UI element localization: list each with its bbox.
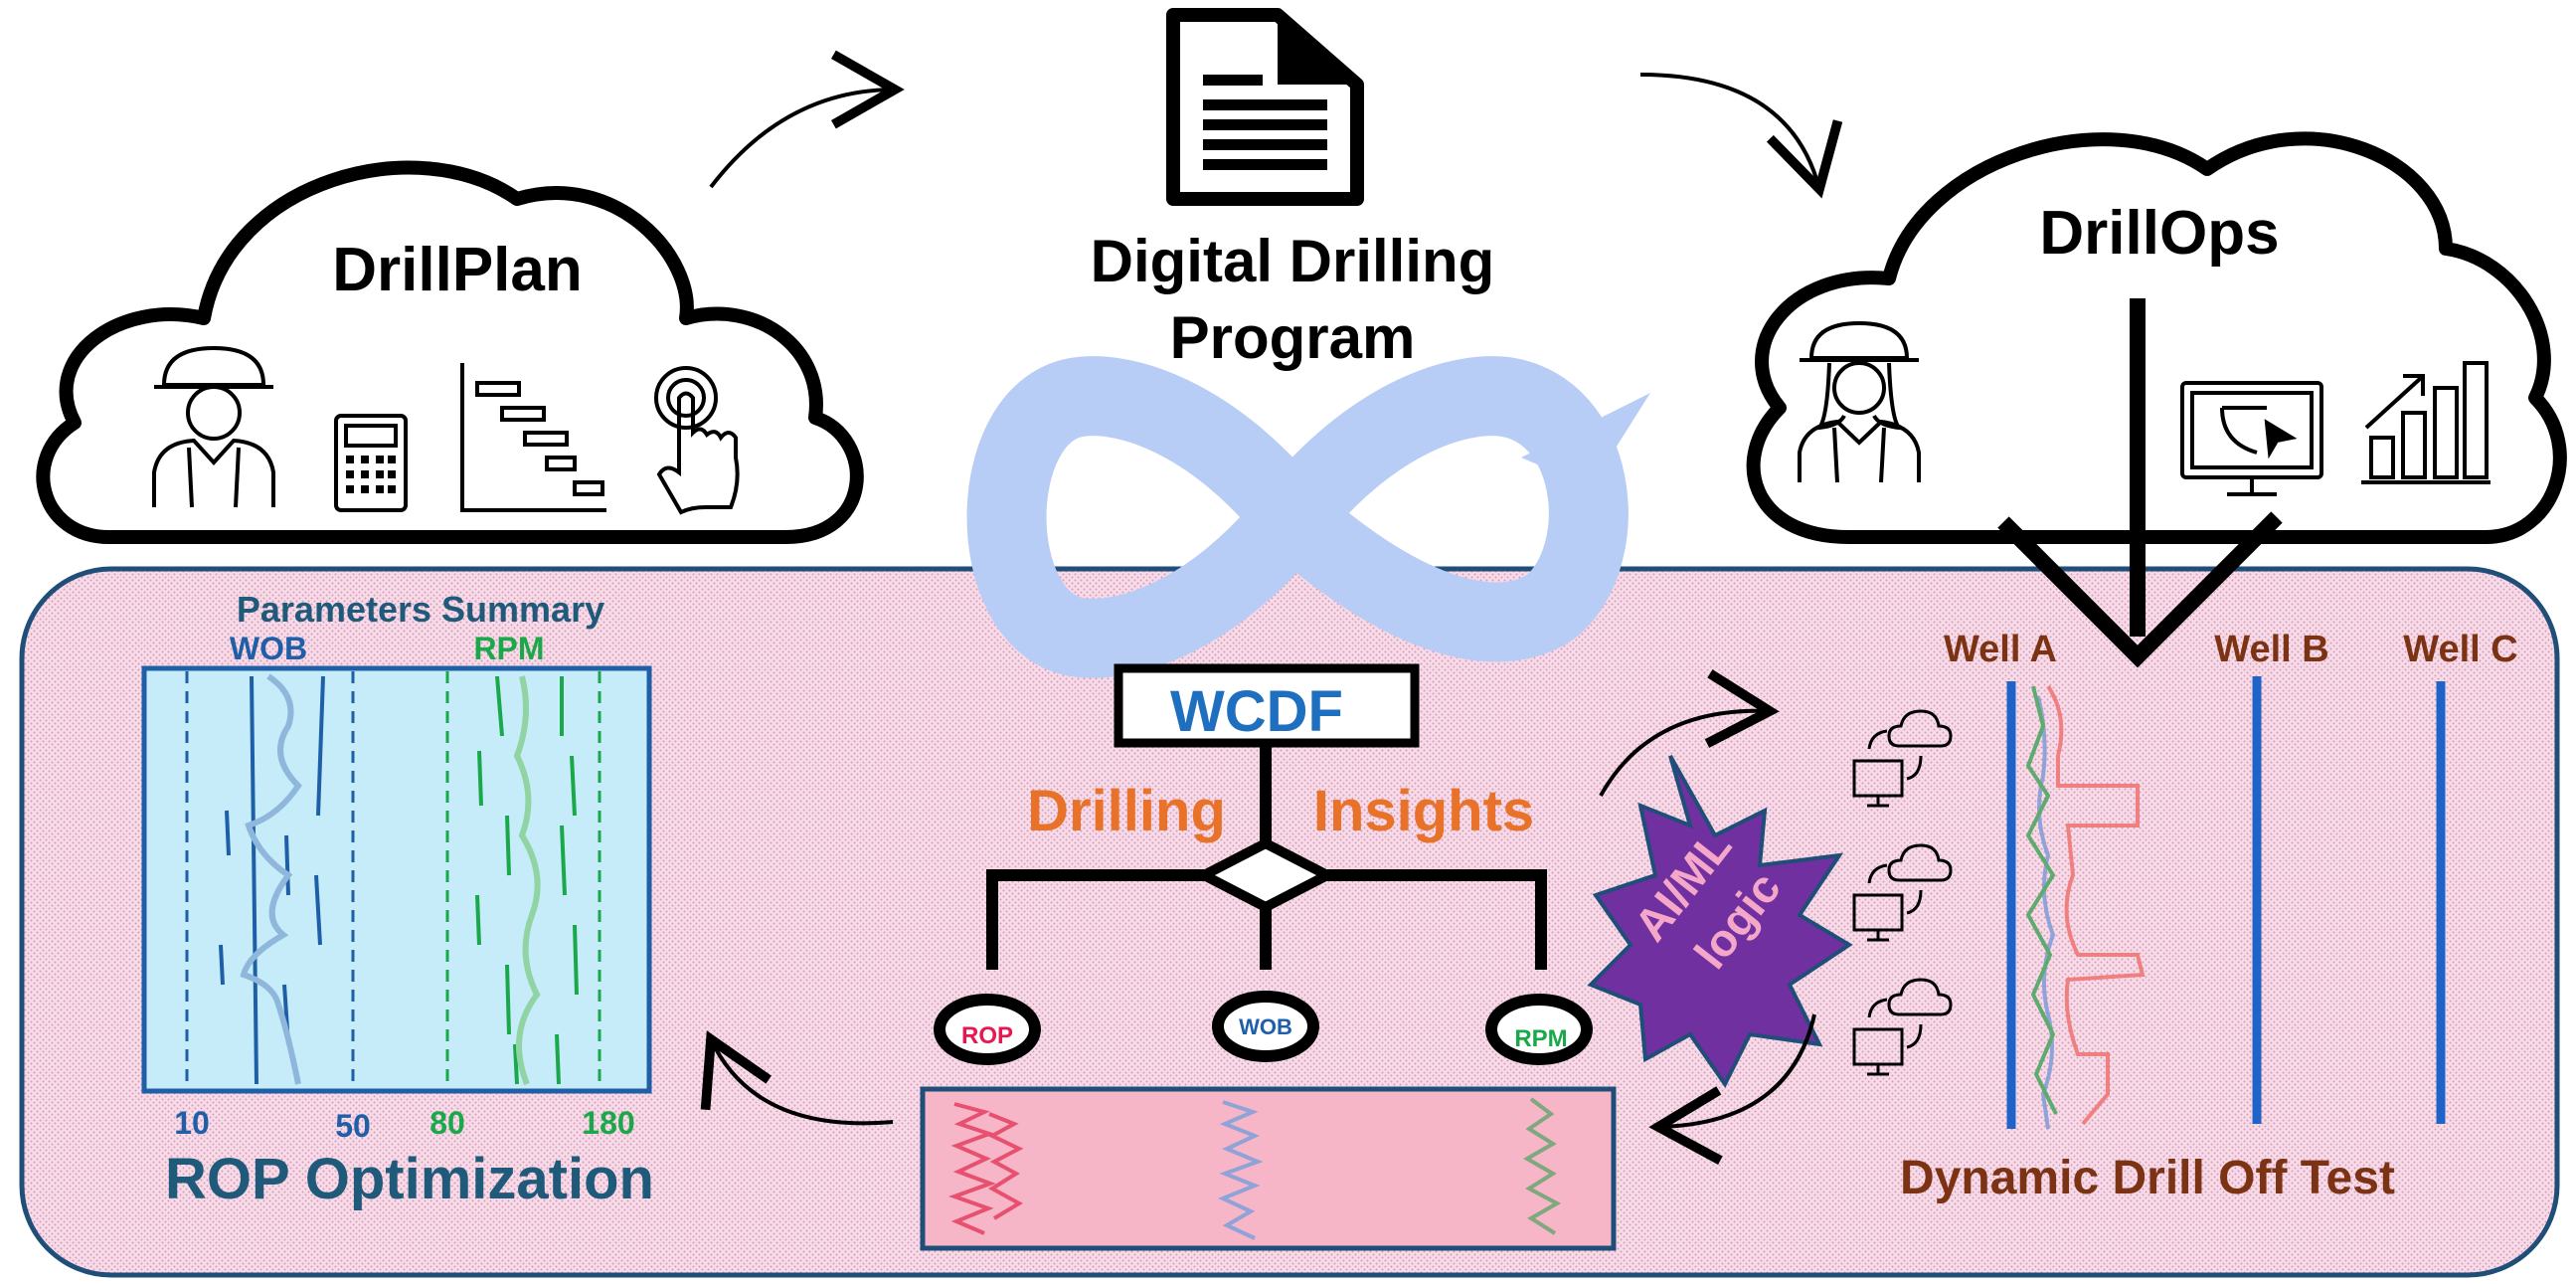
flow-arrow-plan-to-program bbox=[709, 50, 905, 189]
flow-arrow-program-to-ops bbox=[1639, 73, 1843, 199]
node-rpm bbox=[1485, 994, 1593, 1065]
drillops-title: DrillOps bbox=[2039, 199, 2279, 268]
document-icon bbox=[1166, 8, 1364, 206]
node-wob bbox=[1212, 991, 1319, 1062]
sync-icons bbox=[1852, 709, 1953, 1076]
insights-left: Drilling bbox=[1027, 779, 1226, 843]
bar-chart-icon bbox=[2361, 361, 2490, 484]
wcdf-box bbox=[1114, 663, 1420, 748]
summary-tick-10: 10 bbox=[174, 1105, 210, 1141]
program-title-line2: Program bbox=[1170, 304, 1416, 371]
well-a-label: Well A bbox=[1944, 629, 2057, 670]
drillplan-title: DrillPlan bbox=[332, 236, 583, 304]
cloud-icon bbox=[1746, 131, 2567, 544]
dynamic-drill-off-title: Dynamic Drill Off Test bbox=[1900, 1152, 2395, 1204]
signal-strip bbox=[920, 1086, 1617, 1251]
drillops-cloud: DrillOps bbox=[1746, 131, 2567, 544]
insights-right: Insights bbox=[1313, 779, 1534, 843]
worker-icon bbox=[1798, 320, 1921, 483]
flow-arrow-insights-to-ai bbox=[1599, 669, 1780, 797]
node-rop bbox=[934, 994, 1041, 1065]
node-wob-label: WOB bbox=[1239, 1014, 1292, 1039]
summary-wob-label: WOB bbox=[230, 631, 307, 666]
touch-hand-icon bbox=[654, 366, 740, 515]
summary-tick-180: 180 bbox=[582, 1105, 634, 1141]
drillplan-cloud: DrillPlan bbox=[36, 160, 864, 544]
monitor-icon bbox=[2180, 381, 2323, 496]
summary-title: Parameters Summary bbox=[237, 589, 604, 630]
node-rop-label: ROP bbox=[961, 1022, 1013, 1049]
summary-tick-80: 80 bbox=[429, 1105, 465, 1141]
cloud-sync-icon-1 bbox=[1852, 709, 1953, 808]
drillops-down-arrow bbox=[1997, 298, 2283, 668]
wcdf-tree: WCDF Drilling Insights ROP WOB RPM bbox=[920, 663, 1617, 1251]
cloud-sync-icon-3 bbox=[1852, 978, 1953, 1076]
worker-icon bbox=[152, 345, 275, 508]
summary-rpm-label: RPM bbox=[473, 631, 544, 666]
wcdf-label: WCDF bbox=[1170, 679, 1343, 744]
flow-arrow-strip-to-summary bbox=[700, 1030, 894, 1126]
summary-tick-50: 50 bbox=[335, 1108, 371, 1144]
cloud-icon bbox=[36, 160, 864, 544]
node-rpm-label: RPM bbox=[1514, 1025, 1567, 1052]
cloud-sync-icon-2 bbox=[1852, 843, 1953, 942]
infinity-loop-icon bbox=[966, 356, 1650, 678]
summary-plot bbox=[141, 665, 652, 1094]
calculator-icon bbox=[334, 414, 408, 512]
parameters-summary: Parameters Summary WOB RPM bbox=[141, 589, 654, 1211]
flow-arrow-ai-to-strip bbox=[1648, 1013, 1816, 1166]
rop-optimization-title: ROP Optimization bbox=[165, 1147, 654, 1211]
gantt-chart-icon bbox=[460, 363, 606, 512]
program-title-line1: Digital Drilling bbox=[1091, 228, 1495, 294]
well-b-label: Well B bbox=[2214, 629, 2328, 670]
well-c-label: Well C bbox=[2403, 629, 2517, 670]
wells-section: Well A Well B Well C Dynamic Drill Off T… bbox=[1900, 629, 2518, 1204]
